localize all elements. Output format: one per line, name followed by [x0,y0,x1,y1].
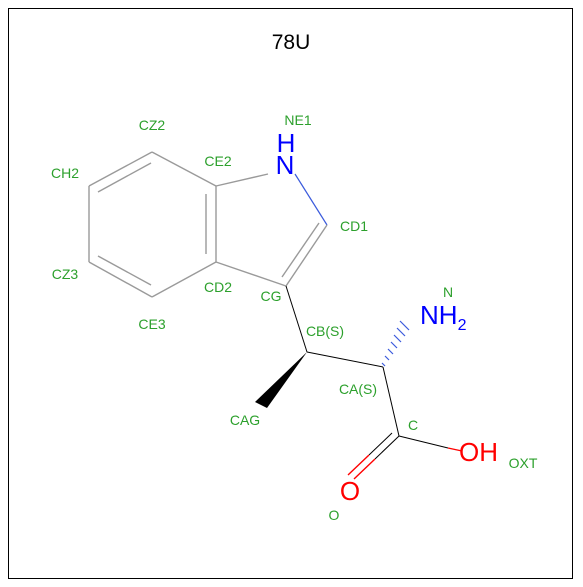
hashed-bond-nh2 [381,320,410,367]
label-ce2: CE2 [204,153,231,169]
label-cg: CG [261,288,282,304]
label-c: C [408,417,418,433]
side-chain [255,285,463,480]
label-cz3: CZ3 [52,266,79,282]
label-oxt: OXT [509,455,538,471]
label-ne1: NE1 [284,112,311,128]
label-cz2: CZ2 [139,117,166,133]
nitrogen-ne1-symbol: N [276,150,295,180]
carbonyl-oxygen-symbol: O [340,476,360,506]
label-o: O [329,507,340,523]
hydrogen-ne1-symbol: H [277,128,296,158]
label-cd2: CD2 [204,279,232,295]
label-cd1: CD1 [340,218,368,234]
label-cb: CB(S) [306,323,344,339]
label-ca: CA(S) [339,381,377,397]
label-cag: CAG [230,412,260,428]
benzene-ring [88,151,217,298]
pyrrole-ring [215,173,328,287]
hydroxyl-oh-symbol: OH [459,437,498,467]
wedge-bond-cag [255,352,307,408]
label-ch2: CH2 [51,165,79,181]
amine-nh2-symbol: NH2 [420,300,467,334]
label-ce3: CE3 [138,316,165,332]
molecule-title: 78U [272,31,311,54]
label-n: N [443,284,453,300]
diagram-frame [8,8,573,579]
